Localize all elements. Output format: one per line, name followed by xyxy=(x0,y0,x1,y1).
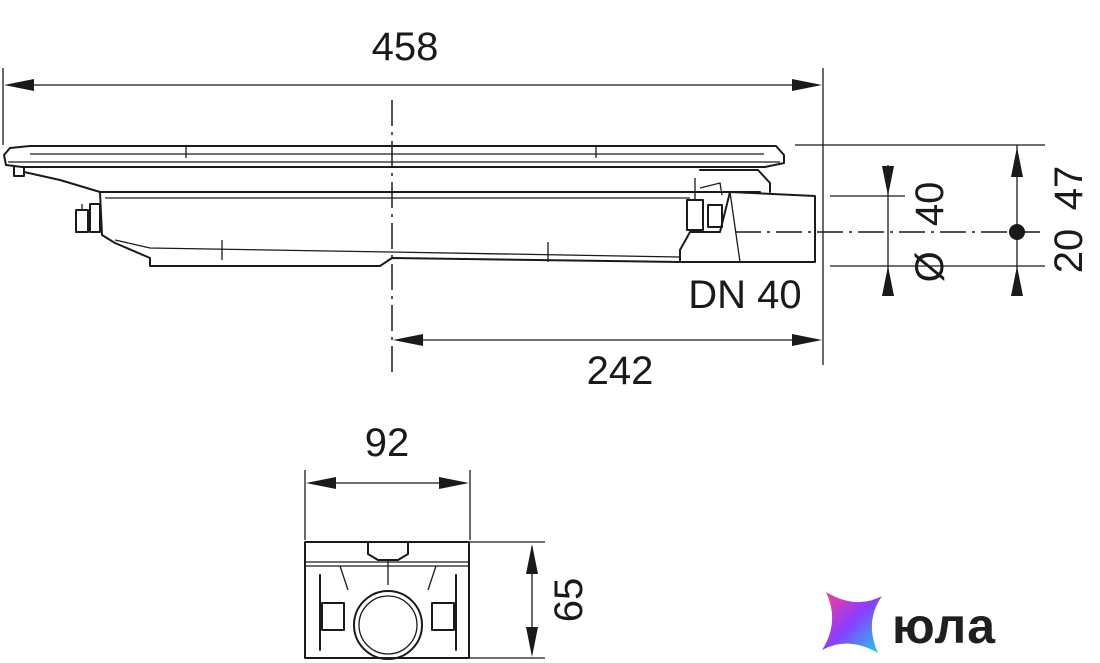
label-47: 47 xyxy=(1047,166,1091,211)
end-view: 92 65 xyxy=(304,421,591,660)
dimension-heights: 47 20 xyxy=(1009,145,1091,296)
label-92: 92 xyxy=(365,421,410,465)
label-dn40: DN 40 xyxy=(688,273,801,317)
label-20: 20 xyxy=(1047,229,1091,274)
diameter-symbol: Ø xyxy=(908,251,952,282)
dimension-end-height: 65 xyxy=(526,544,591,657)
outlet-pipe-circle xyxy=(353,590,423,660)
svg-text:Ø 40: Ø 40 xyxy=(908,182,952,283)
label-diameter-40: 40 xyxy=(908,182,952,227)
left-clamp xyxy=(75,203,101,233)
dimension-outlet-diameter: Ø 40 xyxy=(882,165,952,296)
dimension-offset: 242 xyxy=(393,334,822,393)
dimension-end-width: 92 xyxy=(306,421,469,489)
dimension-width-overall: 458 xyxy=(4,25,822,91)
brand-logo: юла xyxy=(822,592,996,654)
label-458: 458 xyxy=(372,25,439,69)
star-icon xyxy=(822,592,882,653)
side-view: 458 xyxy=(2,25,1091,393)
label-242: 242 xyxy=(587,349,654,393)
axis-point xyxy=(1009,224,1025,240)
brand-name: юла xyxy=(892,598,996,654)
right-clamp xyxy=(686,178,723,231)
label-65: 65 xyxy=(547,578,591,623)
end-view-body xyxy=(304,541,470,660)
drain-body xyxy=(3,145,816,267)
